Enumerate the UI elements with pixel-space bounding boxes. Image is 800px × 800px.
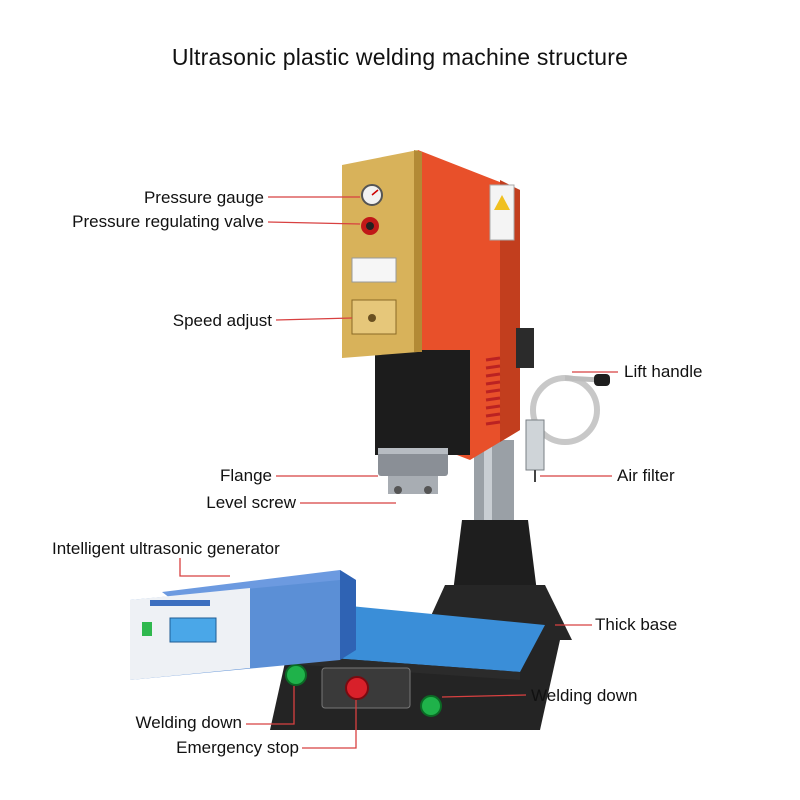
air-filter [525, 419, 545, 471]
speed-adjust-plate [351, 299, 397, 335]
leader-emergency-stop [302, 700, 357, 749]
label-speed-adjust: Speed adjust [172, 311, 272, 330]
green-button-icon [285, 664, 307, 686]
leader-welding-down-right [441, 694, 527, 698]
generator-brand-strip [150, 600, 210, 606]
emergency-stop-icon [345, 676, 369, 700]
pillar-pedestal [452, 520, 538, 600]
control-panel-edge [414, 150, 422, 352]
speed-knob-icon [368, 314, 376, 322]
panel-sticker [351, 257, 397, 283]
green-button-icon [420, 695, 442, 717]
label-pressure-gauge: Pressure gauge [143, 188, 264, 207]
side-bracket [516, 328, 534, 368]
flange [378, 448, 448, 476]
generator-display [169, 617, 217, 643]
label-welding-down-right: Welding down [531, 686, 638, 705]
leader-speed-adjust [275, 317, 353, 321]
spring [485, 356, 501, 426]
label-intelligent-ultrasonic-generator: Intelligent ultrasonic generator [52, 539, 280, 558]
level-screw-icon [394, 486, 402, 494]
warning-triangle-icon [494, 195, 510, 210]
diagram-title: Ultrasonic plastic welding machine struc… [171, 44, 629, 70]
pillar-highlight [484, 440, 492, 580]
leader-welding-down-left [246, 686, 295, 725]
generator-power-switch [142, 622, 152, 636]
label-thick-base: Thick base [595, 615, 678, 634]
label-flange: Flange [220, 466, 272, 485]
welding-head-side-shadow [500, 180, 520, 442]
leader-lines [179, 196, 618, 749]
label-pressure-regulating-valve: Pressure regulating valve [72, 212, 264, 231]
label-level-screw: Level screw [206, 493, 296, 512]
label-air-filter: Air filter [617, 466, 675, 485]
warning-sticker [489, 184, 515, 241]
label-emergency-stop: Emergency stop [176, 738, 299, 757]
generator-box-side [340, 570, 356, 660]
leader-pressure-valve [267, 221, 361, 225]
label-lift-handle: Lift handle [624, 362, 703, 381]
leader-generator [179, 558, 230, 577]
label-welding-down-left: Welding down [135, 713, 242, 732]
transducer-housing [375, 350, 470, 455]
